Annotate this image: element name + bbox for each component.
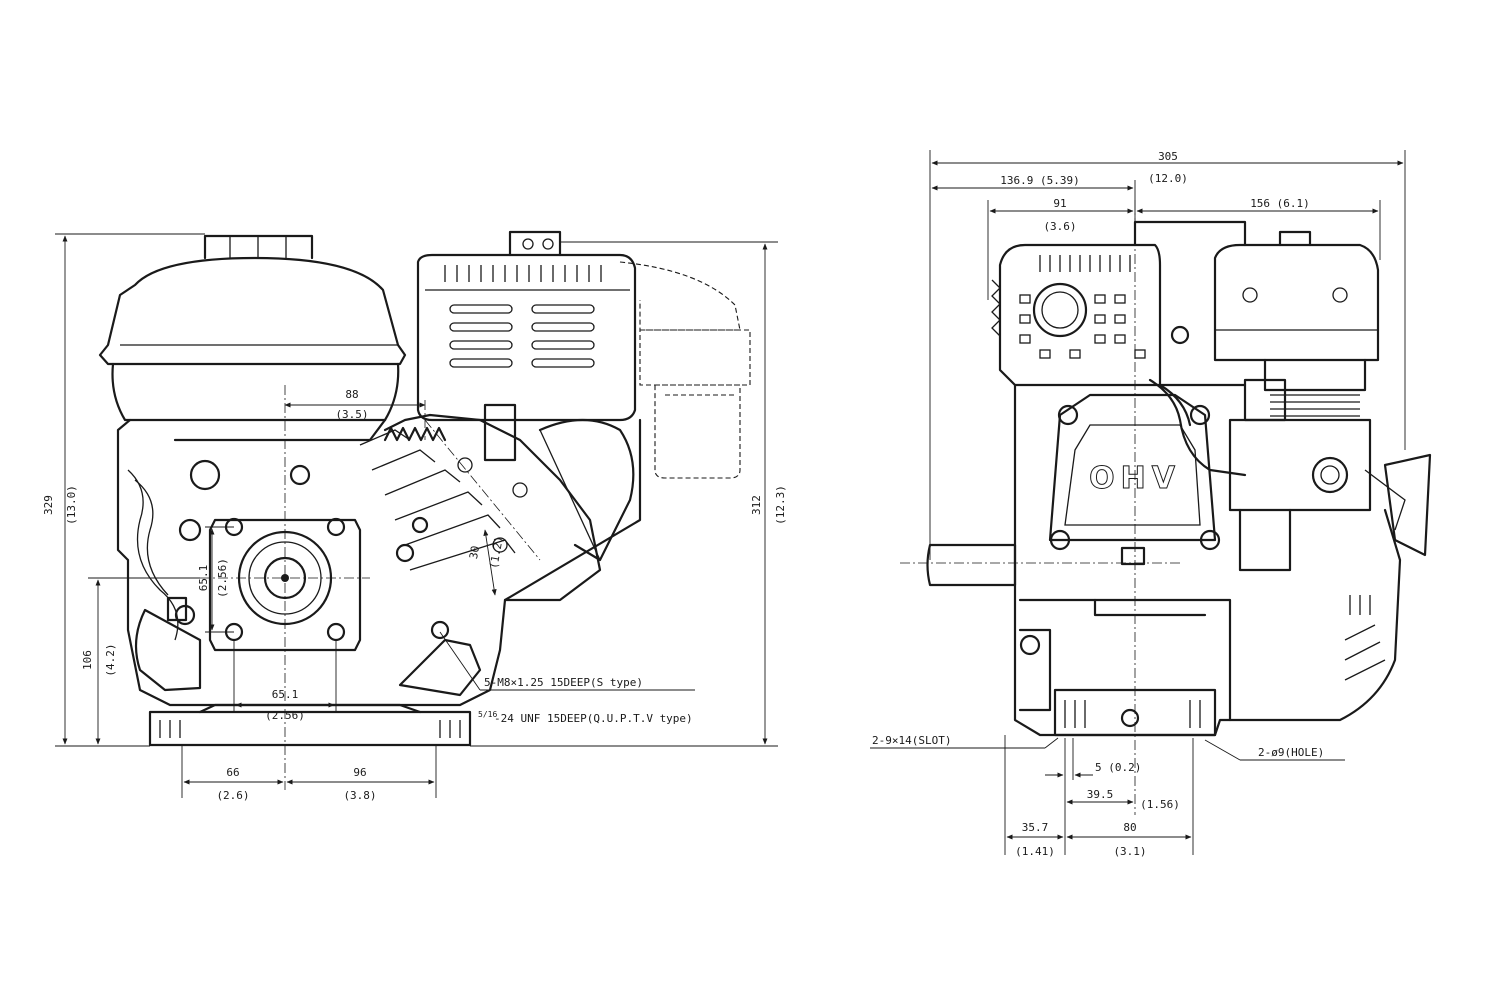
- crankcase: [116, 403, 642, 707]
- dim-156: 156 (6.1): [1136, 197, 1381, 260]
- dim-80-mm: 80: [1123, 821, 1136, 834]
- dim-136: 136.9 (5.39): [931, 174, 1136, 245]
- air-cleaner: [416, 230, 637, 422]
- dim-35-mm: 35.7: [1022, 821, 1049, 834]
- dim-65-vertical: 65.1 (2.56): [197, 526, 234, 633]
- bolt-note-unf: -24 UNF 15DEEP(Q.U.P.T.V type): [494, 712, 693, 725]
- pto-flange: [208, 516, 450, 652]
- dim-88-in: (3.5): [335, 408, 368, 421]
- side-view-centerlines: [200, 385, 541, 790]
- dim-136-label: 136.9 (5.39): [1000, 174, 1079, 187]
- front-view: 305 (12.0) 136.9 (5.39) 91 (3.6) 156 (6.…: [870, 150, 1432, 858]
- dim-312-in: (12.3): [774, 485, 787, 525]
- bolt-notes: 5-M8×1.25 15DEEP(S type) 5/16 -24 UNF 15…: [439, 631, 695, 725]
- dim-39-in: (1.56): [1140, 798, 1180, 811]
- dim-305: 305 (12.0): [929, 150, 1406, 560]
- dim-312-mm: 312: [750, 495, 763, 515]
- dim-106-in: (4.2): [104, 643, 117, 676]
- dim-305-in: (12.0): [1148, 172, 1188, 185]
- muffler-outline: [619, 261, 751, 479]
- dim-35-in: (1.41): [1015, 845, 1055, 858]
- dim-66-96: 66 (2.6) 96 (3.8): [181, 745, 437, 802]
- front-notes: 2-9×14(SLOT) 2-ø9(HOLE): [870, 734, 1345, 761]
- bolt-note-s: 5-M8×1.25 15DEEP(S type): [484, 676, 643, 689]
- front-view-centerlines: [900, 200, 1180, 815]
- dim-329-in: (13.0): [65, 485, 78, 525]
- dim-106: 106 (4.2): [81, 577, 200, 745]
- dim-106-mm: 106: [81, 650, 94, 670]
- fuel-tank: [98, 234, 407, 422]
- dim-65v-in: (2.56): [216, 558, 229, 598]
- dim-65v-mm: 65.1: [197, 565, 210, 592]
- recoil-housing: [991, 220, 1247, 387]
- air-cleaner-front: [1213, 230, 1432, 572]
- hole-note: 2-ø9(HOLE): [1258, 746, 1324, 759]
- dim-91-mm: 91: [1053, 197, 1066, 210]
- dim-305-mm: 305: [1158, 150, 1178, 163]
- front-bottom-dims: 5 (0.2) 39.5 (1.56) 35.7 (1.41) 80 (3.1): [1004, 735, 1194, 858]
- dim-96-mm: 96: [353, 766, 366, 779]
- dim-80-in: (3.1): [1113, 845, 1146, 858]
- crankcase-front: OHV: [926, 325, 1402, 737]
- slot-note: 2-9×14(SLOT): [872, 734, 951, 747]
- bolt-note-frac: 5/16: [478, 710, 497, 719]
- dim-329: 329 (13.0): [42, 233, 205, 747]
- dim-329-mm: 329: [42, 495, 55, 515]
- valve-cover-ohv-text: OHV: [1089, 461, 1181, 496]
- dim-66-mm: 66: [226, 766, 239, 779]
- dim-39-mm: 39.5: [1087, 788, 1114, 801]
- dim-88: 88 (3.5): [284, 388, 426, 421]
- side-view: 88 (3.5) 329 (13.0) 312 (12.3) 106 (4.2): [42, 230, 787, 802]
- dim-96-in: (3.8): [343, 789, 376, 802]
- dim-30-in: (1.2): [487, 535, 506, 570]
- dim-156-label: 156 (6.1): [1250, 197, 1310, 210]
- dim-312: 312 (12.3): [470, 241, 787, 747]
- dim-91-in: (3.6): [1043, 220, 1076, 233]
- dim-65h-in: (2.56): [265, 709, 305, 722]
- dim-66-in: (2.6): [216, 789, 249, 802]
- dim-88-mm: 88: [345, 388, 358, 401]
- dim-30-mm: 30: [467, 545, 482, 560]
- dim-91: 91 (3.6): [987, 197, 1134, 300]
- dim-30: 30 (1.2): [467, 529, 506, 596]
- dim-5-label: 5 (0.2): [1095, 761, 1141, 774]
- dim-65-horizontal: 65.1 (2.56): [233, 640, 337, 722]
- dim-65h-mm: 65.1: [272, 688, 299, 701]
